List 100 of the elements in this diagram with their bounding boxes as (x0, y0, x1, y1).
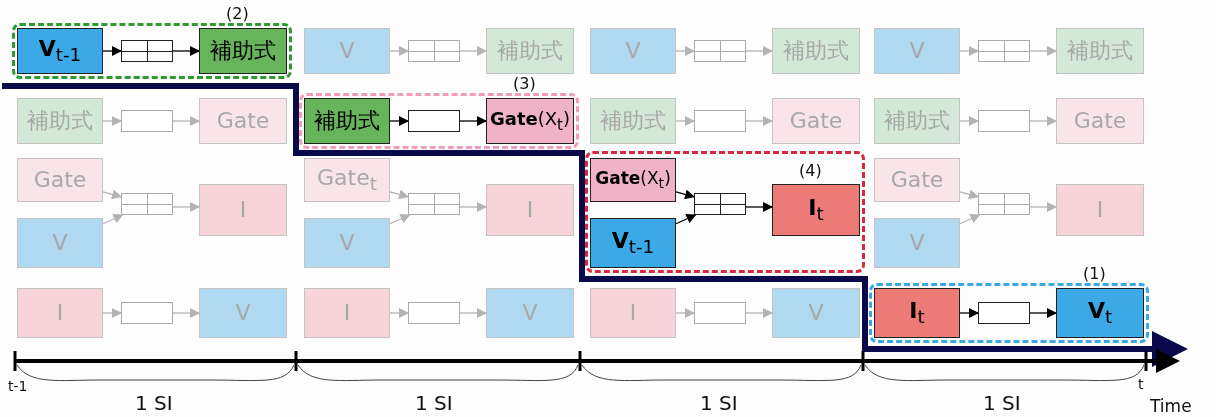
process-box (17, 218, 103, 268)
axis-title: Time (1150, 396, 1192, 416)
node-label: 補助式 (1067, 40, 1133, 62)
arrow (1029, 308, 1057, 318)
arrow (459, 308, 487, 318)
arrow (459, 202, 487, 212)
process-box (1056, 184, 1144, 236)
buffer-box (694, 110, 746, 132)
process-box (1056, 98, 1144, 144)
arrow (102, 46, 122, 56)
group-number: (4) (799, 163, 822, 179)
node-label: V$_{t-1}$ (611, 229, 655, 257)
arrow (389, 116, 409, 126)
arrow (1029, 202, 1057, 212)
buffer-box (121, 302, 173, 324)
buffer-box (978, 40, 1030, 62)
node-label: Gate(X$_{t}$) (595, 169, 671, 191)
process-box (1056, 28, 1144, 74)
process-box (199, 288, 287, 338)
node-label: V (339, 40, 355, 62)
node-label: I (526, 199, 534, 221)
node-label: 補助式 (27, 110, 93, 132)
node-label: 補助式 (783, 40, 849, 62)
interval-label: 1 SI (700, 391, 738, 415)
node-label: 補助式 (314, 110, 380, 132)
arrow (459, 116, 487, 126)
node-label: V (625, 40, 641, 62)
process-box (590, 288, 676, 338)
node-label: V (522, 302, 538, 324)
arrow (675, 189, 695, 200)
tick-label: t (1138, 376, 1144, 392)
arrow (102, 214, 124, 225)
arrow (389, 214, 411, 225)
node-label: Gate (890, 169, 944, 191)
arrow (675, 214, 697, 225)
node-label: V (339, 232, 355, 254)
node-label: 補助式 (497, 40, 563, 62)
arrow (459, 46, 487, 56)
node-label: Gate (216, 110, 270, 132)
node-label: I (56, 302, 64, 324)
process-box (486, 98, 574, 144)
arrow (959, 189, 979, 200)
process-box (17, 98, 103, 144)
node-label: V (52, 232, 68, 254)
arrow (389, 189, 409, 200)
process-box (874, 218, 960, 268)
process-box (772, 184, 860, 236)
process-box (17, 288, 103, 338)
process-box (874, 288, 960, 338)
node-label: I (629, 302, 637, 324)
node-label: V$_{t}$ (1087, 299, 1113, 327)
process-box (486, 288, 574, 338)
node-label: 補助式 (210, 40, 276, 62)
arrow (959, 308, 979, 318)
node-label: I (239, 199, 247, 221)
node-label: 補助式 (600, 110, 666, 132)
buffer-box (121, 193, 173, 215)
arrow (1029, 116, 1057, 126)
buffer-box (408, 40, 460, 62)
tick-label: t-1 (8, 378, 28, 394)
arrow (172, 308, 200, 318)
process-box (486, 184, 574, 236)
buffer-box (408, 302, 460, 324)
node-label: Gate (33, 169, 87, 191)
node-label: Gate(X$_{t}$) (490, 109, 570, 133)
arrow (102, 308, 122, 318)
process-box (199, 28, 287, 74)
interval-label: 1 SI (415, 391, 453, 415)
buffer-box (408, 110, 460, 132)
arrow (745, 46, 773, 56)
arrow (675, 116, 695, 126)
node-label: V (909, 232, 925, 254)
arrow (959, 214, 981, 225)
process-box (199, 98, 287, 144)
node-label: V (808, 302, 824, 324)
process-box (304, 288, 390, 338)
buffer-box (121, 40, 173, 62)
process-box (590, 158, 676, 202)
process-box (17, 28, 103, 74)
node-label: I$_{t}$ (909, 299, 925, 327)
group-number: (1) (1083, 266, 1106, 282)
group-number: (3) (513, 76, 536, 92)
arrow (745, 116, 773, 126)
node-label: 補助式 (884, 110, 950, 132)
node-label: V (235, 302, 251, 324)
node-label: Gate (789, 110, 843, 132)
node-label: I (1096, 199, 1104, 221)
arrow (102, 116, 122, 126)
process-box (772, 288, 860, 338)
arrow (172, 202, 200, 212)
node-label: Gate$_{t}$ (317, 166, 377, 194)
process-box (590, 98, 676, 144)
node-label: Gate (1073, 110, 1127, 132)
dashed-group-box (585, 151, 865, 273)
arrow (389, 46, 409, 56)
interval-label: 1 SI (135, 391, 173, 415)
arrow (172, 46, 200, 56)
node-label: I$_{t}$ (808, 196, 824, 224)
process-box (590, 28, 676, 74)
process-box (590, 218, 676, 268)
